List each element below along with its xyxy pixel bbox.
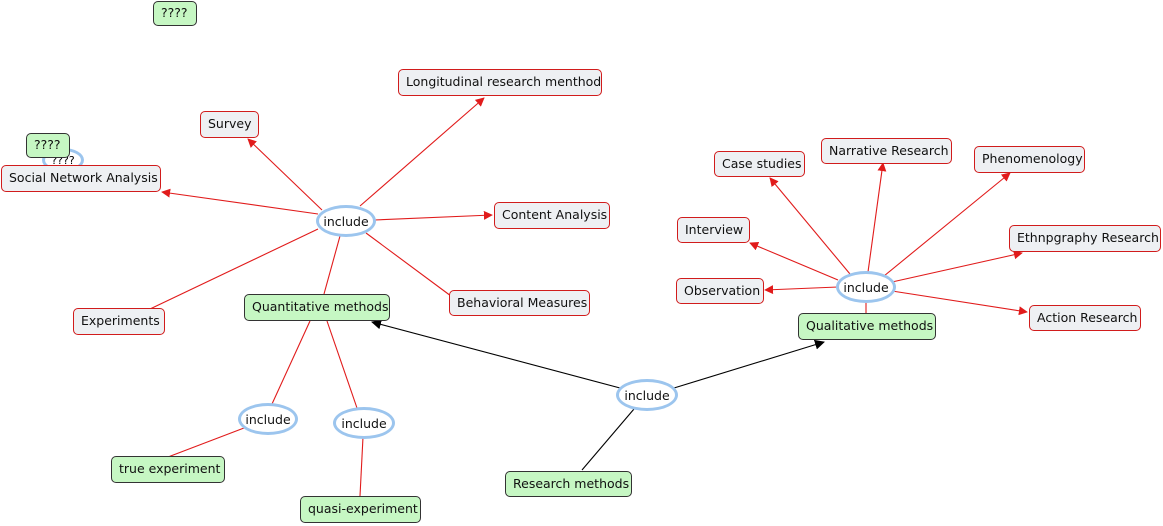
edge-quant-to-include xyxy=(323,235,341,295)
edge-include-to-qual xyxy=(673,339,825,389)
edge-include-to-survey xyxy=(247,138,323,211)
sna-note-concept[interactable]: ???? xyxy=(26,133,70,158)
phenomenology-concept[interactable]: Phenomenology xyxy=(974,146,1085,173)
edge-include3-to-quasi xyxy=(359,436,364,497)
edge-include2-to-true xyxy=(167,427,245,458)
edge-quant-to-include2 xyxy=(271,320,311,405)
action-research-concept[interactable]: Action Research xyxy=(1029,305,1141,331)
edge-include-to-behavioral xyxy=(365,232,456,300)
quasi-experiment-concept[interactable]: quasi-experiment xyxy=(300,496,421,523)
edge-quant-to-include3 xyxy=(326,320,358,409)
edge-research-to-include xyxy=(581,408,635,471)
link-include-qual-types[interactable]: include xyxy=(836,271,896,303)
edge-include-to-longitudinal xyxy=(359,97,485,207)
edge-include-to-ethnography xyxy=(891,250,1023,283)
edge-include-to-sna xyxy=(161,188,319,215)
edge-include-to-case xyxy=(769,177,851,275)
qualitative-methods-concept[interactable]: Qualitative methods xyxy=(798,313,936,340)
ethnography-research-concept[interactable]: Ethnpgraphy Research xyxy=(1009,225,1161,252)
quantitative-methods-concept[interactable]: Quantitative methods xyxy=(244,294,390,321)
link-include-research-types[interactable]: include xyxy=(616,379,678,411)
research-methods-concept[interactable]: Research methods xyxy=(505,471,632,497)
case-studies-concept[interactable]: Case studies xyxy=(714,151,805,177)
link-include-quant-types[interactable]: include xyxy=(316,205,376,237)
link-include-experiment-types-1[interactable]: include xyxy=(238,403,298,435)
edge-include-to-narrative xyxy=(867,162,887,273)
content-analysis-concept[interactable]: Content Analysis xyxy=(494,202,610,229)
edge-include-to-phenomenology xyxy=(883,172,1011,277)
top-note-concept[interactable]: ???? xyxy=(153,1,197,26)
social-network-analysis-concept[interactable]: Social Network Analysis xyxy=(1,165,161,192)
edge-include-to-observation xyxy=(764,285,839,295)
edge-include-to-interview xyxy=(749,241,839,281)
edge-include-to-quant xyxy=(371,319,621,389)
true-experiment-concept[interactable]: true experiment xyxy=(111,456,225,483)
edge-include-to-content xyxy=(373,210,493,221)
experiments-concept[interactable]: Experiments xyxy=(73,308,165,335)
longitudinal-concept[interactable]: Longitudinal research menthod xyxy=(398,69,602,96)
observation-concept[interactable]: Observation xyxy=(676,278,764,304)
edge-include-to-experiments xyxy=(149,228,319,310)
edge-include-to-action xyxy=(891,290,1028,316)
survey-concept[interactable]: Survey xyxy=(200,111,259,138)
interview-concept[interactable]: Interview xyxy=(677,217,750,243)
link-include-experiment-types-2[interactable]: include xyxy=(333,407,395,439)
narrative-research-concept[interactable]: Narrative Research xyxy=(821,138,952,164)
behavioral-measures-concept[interactable]: Behavioral Measures xyxy=(449,290,590,316)
